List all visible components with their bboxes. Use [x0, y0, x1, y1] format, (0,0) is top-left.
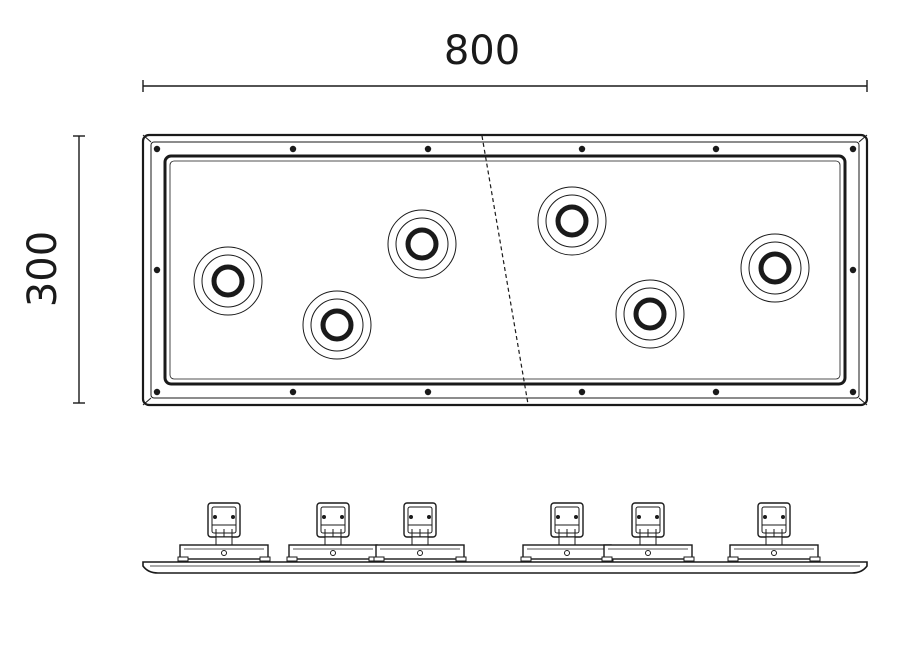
screw: [153, 145, 161, 153]
light-module: [740, 233, 810, 303]
driver-unit: [601, 502, 695, 562]
screw: [424, 388, 432, 396]
split-line: [481, 135, 529, 405]
outer-frame-bevel: [150, 141, 860, 399]
screw: [849, 266, 857, 274]
side-view: [142, 502, 868, 574]
screw: [849, 388, 857, 396]
width-dimension-label: 800: [444, 28, 520, 74]
bevel-corner-tl: [142, 134, 152, 143]
driver-unit: [286, 502, 380, 562]
top-view: [141, 133, 869, 407]
screw: [578, 145, 586, 153]
driver-unit: [727, 502, 821, 562]
screw: [289, 388, 297, 396]
screw: [849, 145, 857, 153]
inner-panel: [163, 154, 847, 386]
driver-unit: [520, 502, 614, 562]
driver-unit: [373, 502, 467, 562]
screws: [153, 145, 857, 396]
light-module: [387, 209, 457, 279]
screw: [578, 388, 586, 396]
bevel-corner-tr: [858, 134, 868, 143]
bevel-corner-bl: [142, 397, 152, 406]
light-module: [193, 246, 263, 316]
panel-profile: [142, 561, 868, 574]
height-dimension: [73, 135, 85, 404]
height-dimension-label: 300: [20, 231, 66, 307]
inner-panel-edge: [169, 160, 841, 380]
driver-unit: [177, 502, 271, 562]
screw: [424, 145, 432, 153]
light-module: [615, 279, 685, 349]
light-module: [537, 186, 607, 256]
screw: [712, 145, 720, 153]
screw: [712, 388, 720, 396]
width-dimension: [142, 80, 868, 92]
outer-frame: [141, 133, 869, 407]
screw: [153, 266, 161, 274]
screw: [289, 145, 297, 153]
screw: [153, 388, 161, 396]
bevel-corner-br: [858, 397, 868, 406]
light-module: [302, 290, 372, 360]
